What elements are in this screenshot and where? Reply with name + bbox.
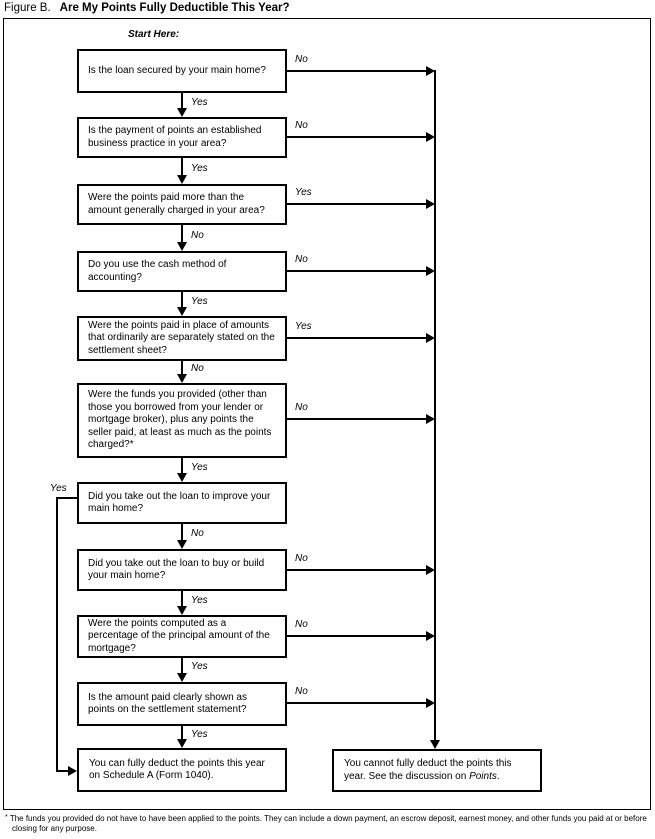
down-connector-line [181,524,183,541]
down-connector-line [181,93,183,109]
down-arrowhead [177,108,187,117]
footnote-marker: * [5,814,8,821]
branch-down-label: Yes [191,296,208,307]
right-arrowhead [426,631,435,641]
flow-node-loan-to-improve: Did you take out the loan to improve you… [77,482,287,524]
flow-node-text: Is the loan secured by your main home? [88,64,266,76]
branch-down-label: Yes [191,97,208,108]
flow-node-points-percentage: Were the points computed as a percentage… [77,615,287,658]
flow-node-text: Were the points paid in place of amounts… [88,319,275,356]
down-connector-line [181,458,183,474]
right-connector-line [287,635,426,637]
branch-down-label: No [191,528,204,539]
flow-node-result-not-deductible: You cannot fully deduct the points this … [332,749,542,792]
right-arrowhead [426,132,435,142]
branch-right-label: Yes [295,187,312,198]
branch-left-label: Yes [50,483,67,494]
right-connector-line [287,702,426,704]
flow-node-text: Were the points paid more than the amoun… [88,192,265,216]
branch-down-label: Yes [191,661,208,672]
down-connector-line [181,225,183,243]
branch-right-label: No [295,120,308,131]
flow-node-text: Is the payment of points an established … [88,125,262,149]
branch-down-label: No [191,363,204,374]
down-arrowhead [177,540,187,549]
collector-line [434,70,436,740]
flow-node-clearly-shown: Is the amount paid clearly shown as poin… [77,682,287,726]
right-arrowhead [426,199,435,209]
branch-right-label: No [295,402,308,413]
figure-title-text: Are My Points Fully Deductible This Year… [59,2,290,14]
flow-node-cash-method: Do you use the cash method of accounting… [77,251,287,292]
down-connector-line [181,361,183,375]
right-connector-line [287,569,426,571]
right-arrowhead [426,565,435,575]
down-arrowhead [177,606,187,615]
branch-down-label: Yes [191,729,208,740]
down-arrowhead [177,242,187,251]
footnote: * The funds you provided do not have to … [5,813,655,834]
collector-arrowhead [430,740,440,749]
right-connector-line [287,418,426,420]
branch-down-label: Yes [191,163,208,174]
flow-node-text: Were the points computed as a percentage… [88,617,270,654]
down-connector-line [181,591,183,607]
branch-right-label: No [295,54,308,65]
down-arrowhead [177,175,187,184]
flow-node-points-more-than-charged: Were the points paid more than the amoun… [77,184,287,225]
down-connector-line [181,292,183,308]
branch-right-label: No [295,686,308,697]
down-connector-line [181,726,183,740]
down-connector-line [181,658,183,674]
flow-node-text: Were the funds you provided (other than … [88,389,272,451]
branch-right-label: No [295,553,308,564]
down-arrowhead [177,374,187,383]
right-arrowhead [426,266,435,276]
down-connector-line [181,158,183,176]
down-arrowhead [177,307,187,316]
flow-node-text: Do you use the cash method of accounting… [88,259,227,283]
branch-down-label: Yes [191,462,208,473]
right-connector-line [287,203,426,205]
result-text: You cannot fully deduct the points this … [344,758,512,782]
right-arrowhead [426,414,435,424]
right-arrowhead [426,698,435,708]
start-here-label: Start Here: [128,29,180,40]
flow-node-text: Did you take out the loan to buy or buil… [88,557,265,582]
branch-down-label: No [191,230,204,241]
flow-node-text: Did you take out the loan to improve you… [88,490,271,515]
right-arrowhead [426,66,435,76]
flow-node-in-place-of-amounts: Were the points paid in place of amounts… [77,316,287,361]
result-text: You can fully deduct the points this yea… [89,757,265,782]
branch-right-label: Yes [295,321,312,332]
down-arrowhead [177,473,187,482]
right-connector-line [287,70,426,72]
figure-label: Figure B. [4,2,51,14]
footnote-text: The funds you provided do not have to ha… [9,814,647,833]
left-path-top-line [57,497,77,499]
right-arrowhead [426,333,435,343]
right-connector-line [287,270,426,272]
branch-down-label: Yes [191,595,208,606]
flow-node-established-practice: Is the payment of points an established … [77,117,287,158]
branch-right-label: No [295,254,308,265]
right-connector-line [287,136,426,138]
flow-node-text: Is the amount paid clearly shown as poin… [88,691,247,716]
left-path-bottom-line [56,770,69,772]
flow-node-loan-to-buy-build: Did you take out the loan to buy or buil… [77,549,287,591]
flow-node-funds-provided: Were the funds you provided (other than … [77,383,287,458]
down-arrowhead [177,673,187,682]
flow-node-result-deductible: You can fully deduct the points this yea… [77,748,287,792]
right-connector-line [287,337,426,339]
left-path-vertical-line [56,497,58,771]
branch-right-label: No [295,619,308,630]
down-arrowhead [177,739,187,748]
flow-node-loan-secured: Is the loan secured by your main home? [77,49,287,93]
figure-title: Figure B. Are My Points Fully Deductible … [4,2,290,14]
left-path-arrowhead [68,766,77,776]
